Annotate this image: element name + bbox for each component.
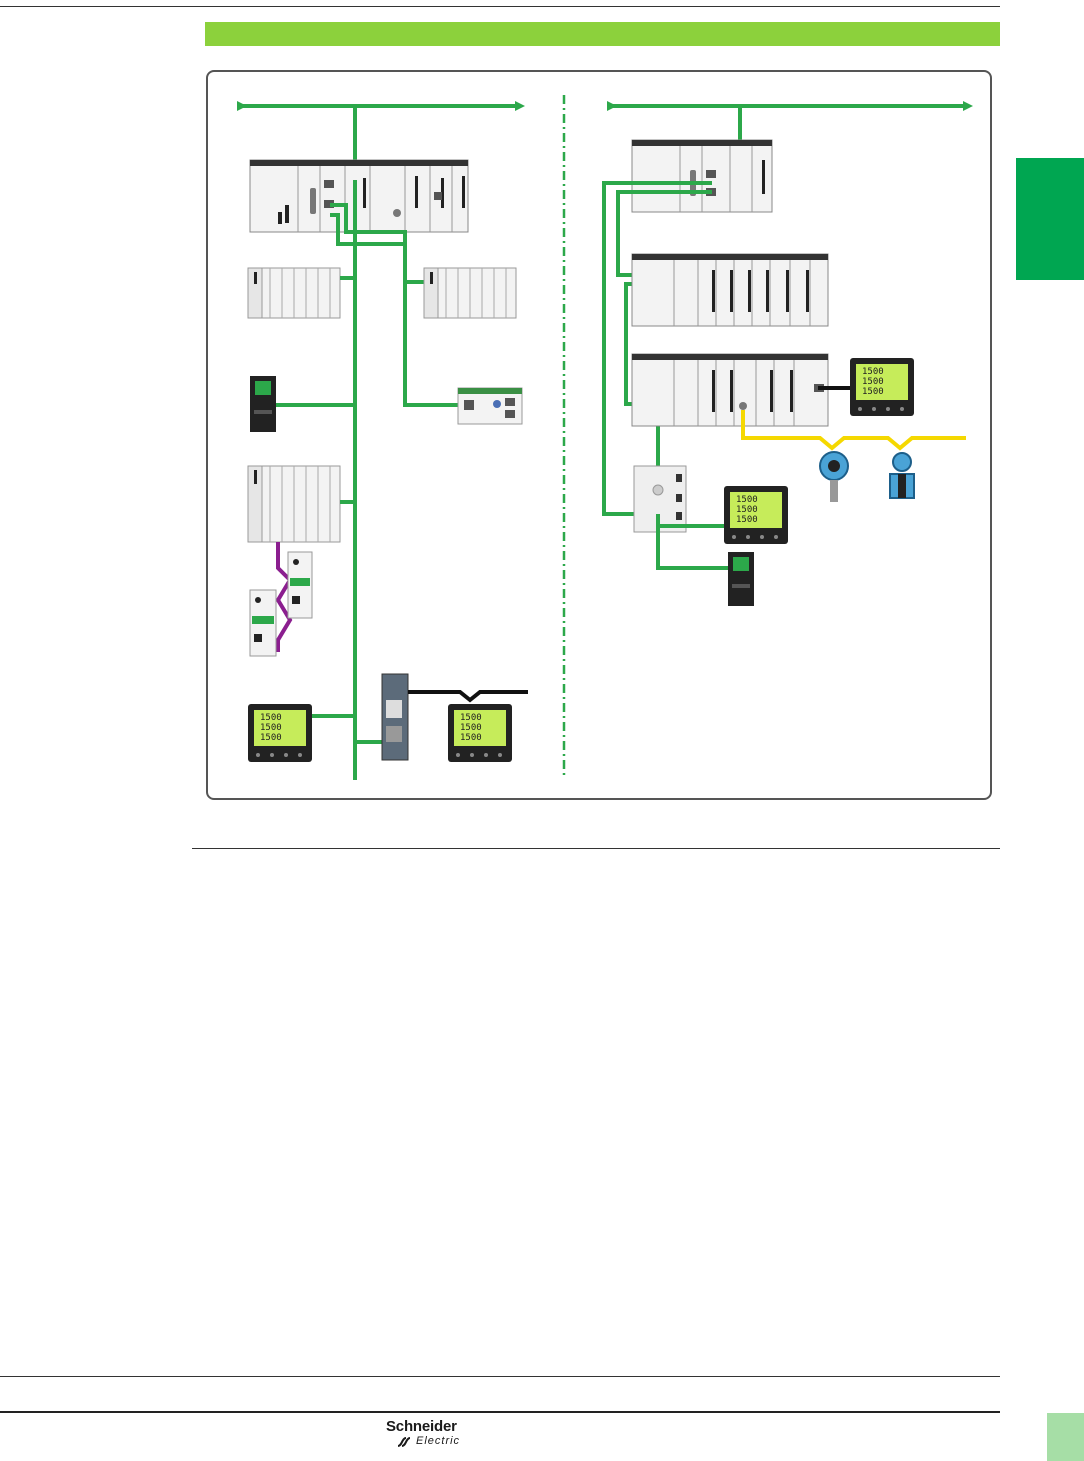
rack-meter-line-2: 1500 [862,377,884,387]
switch-meter-line-2: 1500 [736,505,758,515]
right-drive [728,552,754,606]
right-meter-line-3: 1500 [460,733,482,743]
left-link-plc-right2 [330,213,430,284]
left-io-island-1 [247,267,341,319]
rack-power-meter: 1500 1500 1500 [850,358,914,416]
motor-starter-2 [249,589,277,657]
left-meter-line-3: 1500 [260,733,282,743]
section-header-band [205,22,1000,46]
rack-meter-line-1: 1500 [862,367,884,377]
logo-wordmark: Schneider [386,1418,457,1435]
left-link-controller [403,282,460,407]
motion-controller [457,387,523,425]
left-meter-line-1: 1500 [260,713,282,723]
top-rule [0,6,1000,7]
left-architecture: 1500 1500 1500 1500 1500 1500 [237,101,528,780]
purple-bus [275,542,293,652]
left-power-meter: 1500 1500 1500 [248,704,312,762]
flow-transmitter [889,452,915,499]
left-link-plc-right [330,203,407,244]
right-power-meter: 1500 1500 1500 [448,704,512,762]
switch-meter-line-3: 1500 [736,515,758,525]
switch-meter-line-1: 1500 [736,495,758,505]
motor-starter-1 [287,551,313,619]
switch-link-drive [656,514,730,570]
remote-io-rack-2 [631,353,829,427]
right-plc-rack [631,139,773,213]
rack-meter-line-3: 1500 [862,387,884,397]
diagram-bottom-rule [192,848,1000,849]
yellow-bus [741,410,966,451]
left-io-island-2 [247,465,341,543]
switch-power-meter: 1500 1500 1500 [724,486,788,544]
ring-link-outer [602,181,712,516]
right-io-island-1 [423,267,517,319]
left-drive [250,376,276,432]
side-section-tab [1016,158,1084,280]
serial-bus [408,690,528,703]
right-meter-line-2: 1500 [460,723,482,733]
ethernet-gateway [381,673,409,761]
logo-subtext: Electric [416,1435,461,1447]
page-number-box [1047,1413,1084,1461]
network-architecture-diagram: 1500 1500 1500 1500 1500 1500 [237,95,973,780]
footer-rule-2 [0,1411,1000,1413]
left-meter-line-2: 1500 [260,723,282,733]
logo-life-is-on-icon [397,1437,411,1447]
right-architecture: 1500 1500 1500 [602,101,973,606]
left-plc-rack [249,159,469,233]
pressure-transmitter [819,451,849,502]
footer-rule-1 [0,1376,1000,1377]
remote-io-rack-1 [631,253,829,327]
schneider-electric-logo: Schneider Electric [386,1418,482,1452]
right-meter-line-1: 1500 [460,713,482,723]
